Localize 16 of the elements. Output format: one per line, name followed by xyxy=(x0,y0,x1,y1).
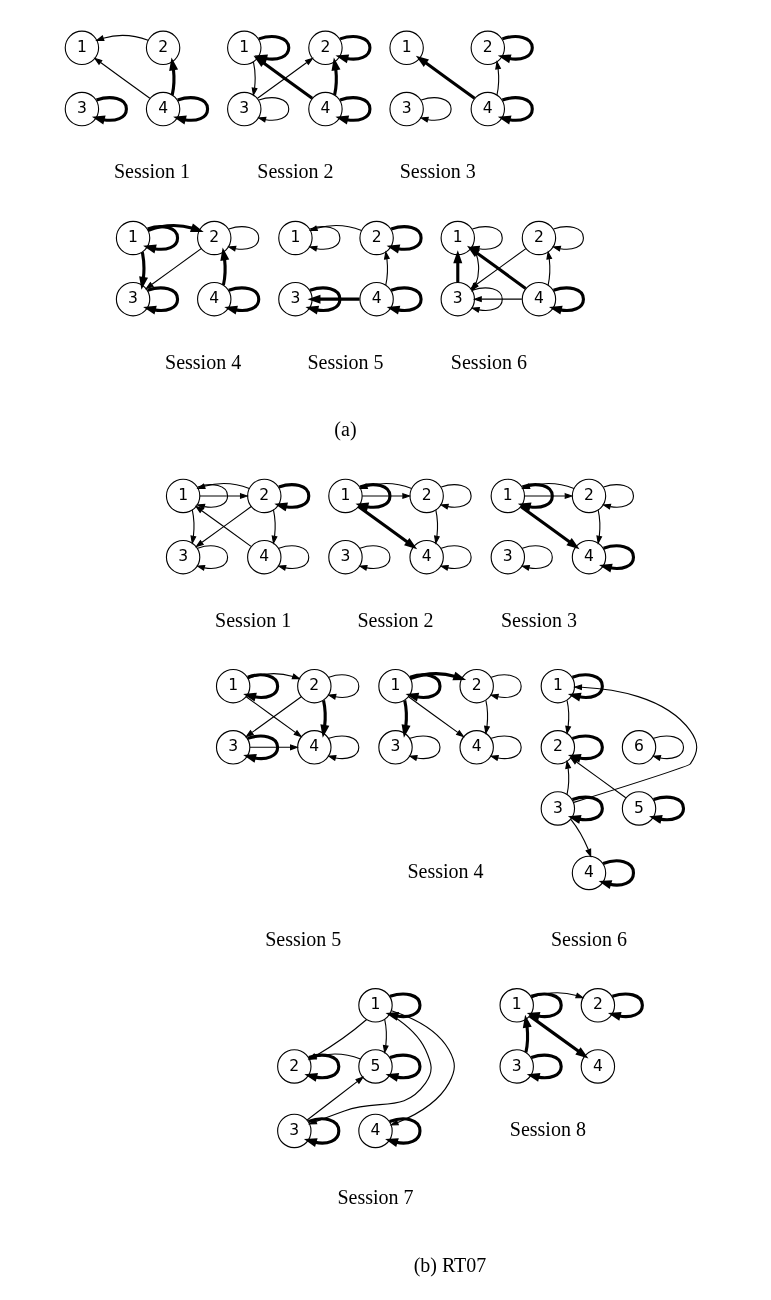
label: Session 4 xyxy=(165,350,242,373)
label: Session 6 xyxy=(450,350,527,373)
label: Session 4 xyxy=(407,859,484,882)
label: Session 7 xyxy=(337,1185,414,1208)
label: (b) RT07 xyxy=(413,1253,487,1276)
label: Session 1 xyxy=(215,608,292,631)
label: Session 2 xyxy=(257,160,334,183)
label: (a) xyxy=(334,418,357,441)
label: Session 6 xyxy=(550,927,628,950)
label: Session 1 xyxy=(113,160,191,183)
label: Session 5 xyxy=(265,927,342,950)
label: Session 2 xyxy=(357,608,434,631)
label: Session 3 xyxy=(500,608,578,631)
label: Session 3 xyxy=(399,160,476,183)
label: Session 8 xyxy=(509,1117,586,1140)
label: Session 5 xyxy=(307,350,384,373)
